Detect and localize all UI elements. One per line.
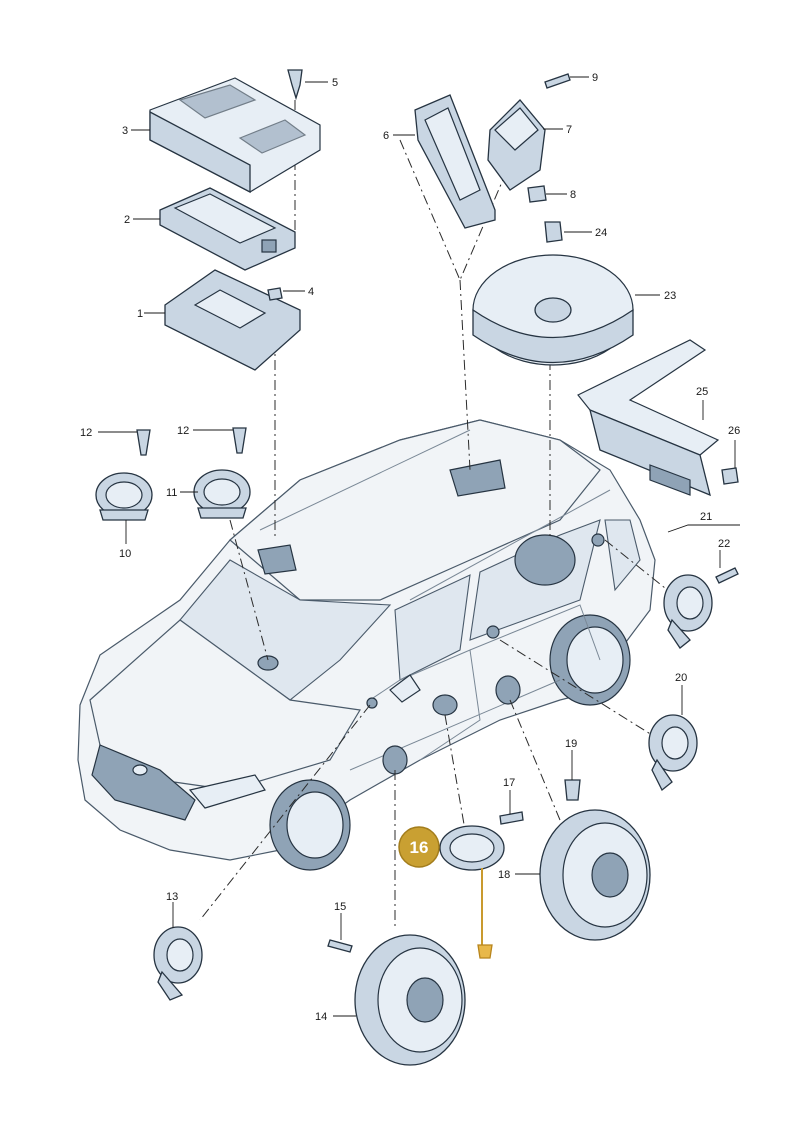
part-17-screw[interactable] <box>499 811 524 825</box>
part-26-nut[interactable] <box>721 467 739 485</box>
part-6-bracket[interactable] <box>414 94 496 229</box>
part-2-amplifier-unit[interactable] <box>159 187 296 271</box>
callout-15[interactable]: 15 <box>334 901 346 913</box>
part-23-spare-wheel-subwoofer[interactable] <box>472 254 634 366</box>
callout-6[interactable]: 6 <box>383 130 389 142</box>
callout-23[interactable]: 23 <box>664 290 676 302</box>
part-14-woofer[interactable] <box>354 934 466 1066</box>
part-24-bolt[interactable] <box>544 221 563 243</box>
part-12-screw-a[interactable] <box>136 429 151 456</box>
callout-labels: 1 2 3 4 5 6 7 8 9 10 11 12 12 13 14 15 1… <box>80 72 740 1023</box>
part-18-woofer[interactable] <box>539 809 651 941</box>
callout-16[interactable]: 16 <box>410 838 429 857</box>
part-13-speaker[interactable] <box>153 926 203 1001</box>
part-4-nut[interactable] <box>267 287 283 301</box>
part-8-nut[interactable] <box>527 185 547 203</box>
callout-10[interactable]: 10 <box>119 548 131 560</box>
part-1-bracket[interactable] <box>164 269 301 371</box>
callout-22[interactable]: 22 <box>718 538 730 550</box>
part-15-screw[interactable] <box>327 939 353 953</box>
part-20-speaker[interactable] <box>648 714 698 792</box>
part-10-tweeter[interactable] <box>95 472 153 521</box>
part-21-speaker[interactable] <box>663 574 713 649</box>
part-7-module[interactable] <box>487 99 546 191</box>
callout-20[interactable]: 20 <box>675 672 687 684</box>
callout-11[interactable]: 11 <box>166 487 177 499</box>
callout-12b[interactable]: 12 <box>177 425 189 437</box>
callout-4[interactable]: 4 <box>308 286 314 298</box>
highlight-badge-16[interactable]: 16 <box>398 826 440 868</box>
callout-leaders <box>98 76 740 1017</box>
callout-19[interactable]: 19 <box>565 738 577 750</box>
part-5-clip[interactable] <box>287 69 303 101</box>
badge-logo <box>132 764 148 776</box>
callout-2[interactable]: 2 <box>124 214 130 226</box>
callout-12a[interactable]: 12 <box>80 427 92 439</box>
part-16-highlighted-speaker[interactable] <box>439 825 505 959</box>
callout-7[interactable]: 7 <box>566 124 572 136</box>
callout-25[interactable]: 25 <box>696 386 708 398</box>
part-9-screw[interactable] <box>544 73 571 89</box>
callout-18[interactable]: 18 <box>498 869 510 881</box>
callout-24[interactable]: 24 <box>595 227 607 239</box>
callout-8[interactable]: 8 <box>570 189 576 201</box>
callout-1[interactable]: 1 <box>137 308 143 320</box>
callout-14[interactable]: 14 <box>315 1011 327 1023</box>
part-3-cover[interactable] <box>149 77 321 194</box>
callout-5[interactable]: 5 <box>332 77 338 89</box>
callout-9[interactable]: 9 <box>592 72 598 84</box>
part-25-amplifier-box[interactable] <box>577 339 720 497</box>
callout-21[interactable]: 21 <box>700 511 712 523</box>
part-11-tweeter[interactable] <box>193 469 251 519</box>
part-22-screw[interactable] <box>715 567 739 584</box>
part-19-screw[interactable] <box>564 779 581 801</box>
part-12-screw-b[interactable] <box>232 427 247 454</box>
car-body <box>77 419 656 871</box>
callout-17[interactable]: 17 <box>503 777 515 789</box>
callout-13[interactable]: 13 <box>166 891 178 903</box>
callout-3[interactable]: 3 <box>122 125 128 137</box>
callout-26[interactable]: 26 <box>728 425 740 437</box>
